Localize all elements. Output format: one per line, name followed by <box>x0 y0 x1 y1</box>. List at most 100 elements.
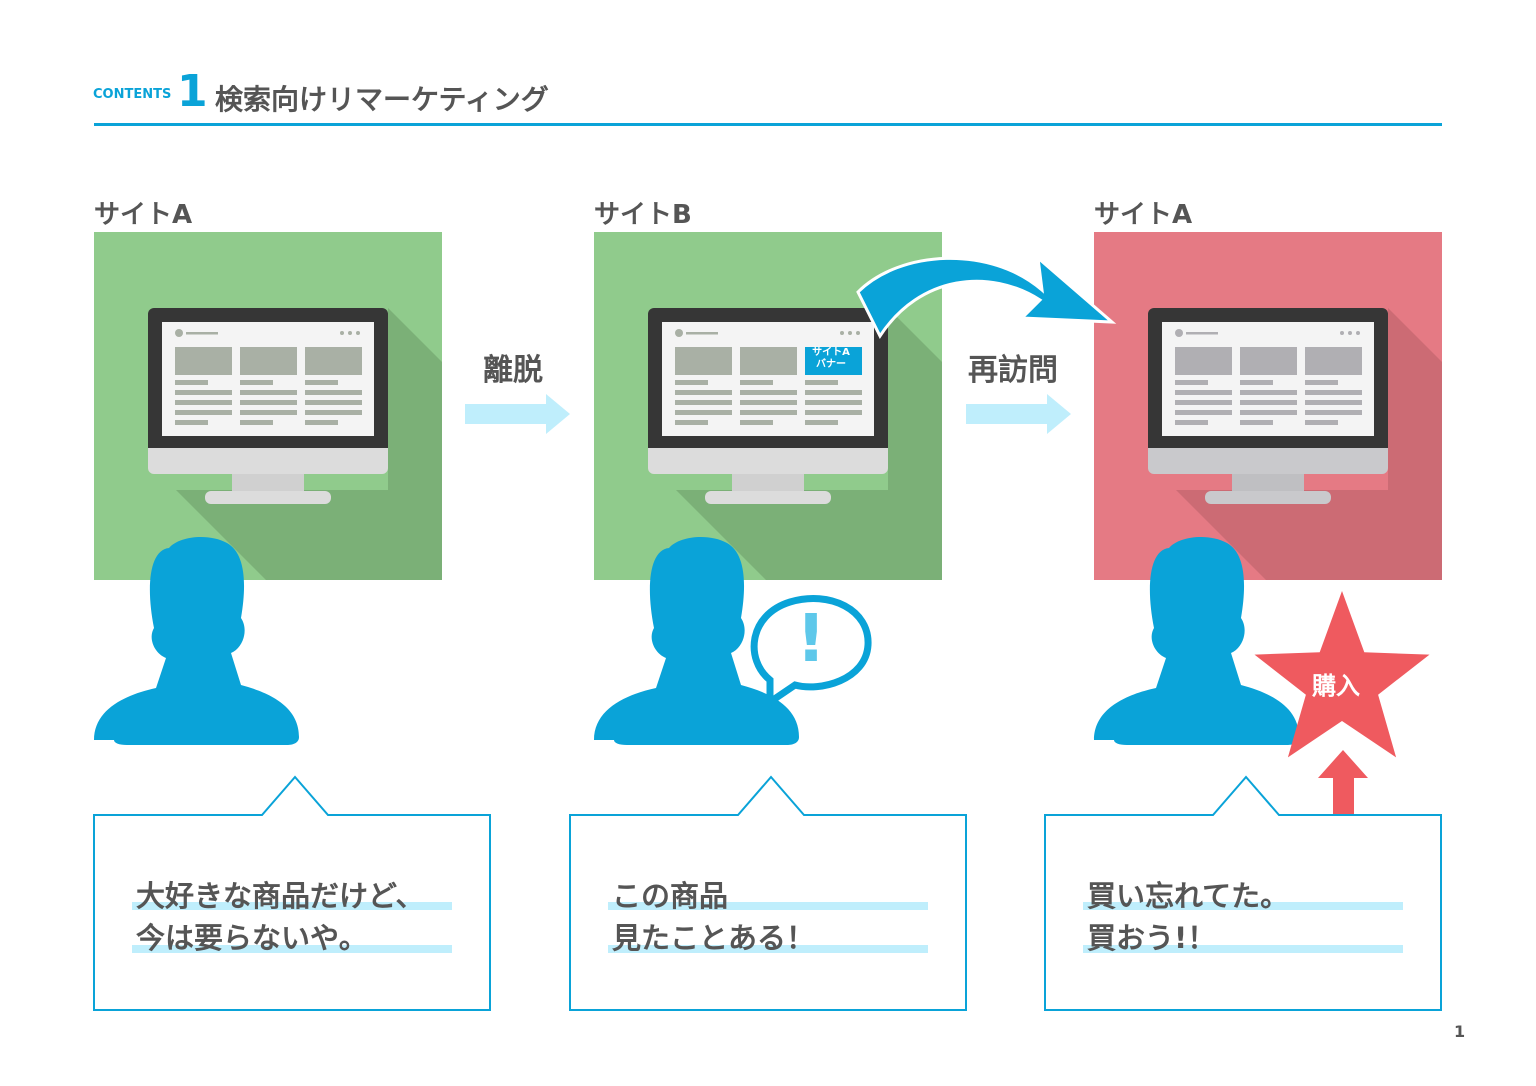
purchase-up-arrow <box>1318 750 1368 848</box>
contents-label: CONTENTS <box>93 87 172 102</box>
browser-menu-dot <box>1356 331 1360 335</box>
text-line <box>675 390 732 395</box>
image-block <box>1175 347 1232 375</box>
callout-line: 買おう!！ <box>1087 921 1217 955</box>
monitor-shadow <box>176 308 442 580</box>
highlight <box>1083 945 1403 953</box>
text-line <box>675 410 732 415</box>
text-line <box>305 410 362 415</box>
text-line <box>1305 400 1362 405</box>
site-a-banner: サイトA バナー <box>802 347 860 371</box>
text-line <box>240 420 273 425</box>
step-revisit-label: 再訪問 <box>968 353 1058 388</box>
text-line <box>1175 390 1232 395</box>
monitor-stand <box>732 474 804 492</box>
text-line <box>1305 410 1362 415</box>
panel-label-site-a-return: サイトA <box>1094 200 1193 230</box>
monitor-stand <box>232 474 304 492</box>
exclamation-mark: ! <box>796 600 827 677</box>
browser-menu-dot <box>356 331 360 335</box>
text-line <box>175 400 232 405</box>
browser-line <box>1186 332 1218 335</box>
purchase-star-icon <box>1254 591 1430 758</box>
highlight <box>132 902 452 910</box>
person-silhouette <box>94 536 299 745</box>
page-number: 1 <box>1454 1022 1466 1041</box>
image-block <box>240 347 297 375</box>
text-line <box>675 400 732 405</box>
callout-2: この商品 見たことある！ <box>570 815 966 1010</box>
browser-menu-dot <box>340 331 344 335</box>
monitor-icon <box>148 308 388 504</box>
browser-menu-dot <box>856 331 860 335</box>
banner-line: バナー <box>816 359 846 370</box>
callout-line: 買い忘れてた。 <box>1087 879 1290 913</box>
monitor-chin <box>148 448 388 474</box>
text-line <box>305 420 338 425</box>
text-line <box>1175 400 1232 405</box>
text-line <box>1305 420 1338 425</box>
text-line <box>740 420 773 425</box>
revisit-arrow <box>966 394 1071 434</box>
panel-3 <box>1094 232 1442 580</box>
browser-menu-dot <box>840 331 844 335</box>
highlight <box>132 945 452 953</box>
speech-bubble <box>750 595 872 709</box>
image-block <box>675 347 732 375</box>
image-block <box>305 347 362 375</box>
browser-dot <box>1175 329 1183 337</box>
text-line <box>805 390 862 395</box>
leave-arrow <box>465 394 570 434</box>
text-line <box>1240 420 1273 425</box>
step-leave-label: 離脱 <box>483 353 543 388</box>
text-line <box>1175 380 1208 385</box>
text-line <box>1175 420 1208 425</box>
text-line <box>805 420 838 425</box>
browser-dot <box>675 329 683 337</box>
revisit-curved-arrow <box>856 254 1117 340</box>
section-number: 1 <box>177 66 208 117</box>
page-title: 検索向けリマーケティング <box>215 83 549 116</box>
title-divider <box>94 123 1442 126</box>
person-icon <box>1094 536 1299 745</box>
text-line <box>1240 380 1273 385</box>
image-block <box>175 347 232 375</box>
text-line <box>805 380 838 385</box>
person-silhouette <box>1094 536 1299 745</box>
text-line <box>175 420 208 425</box>
text-line <box>1240 390 1297 395</box>
text-line <box>305 390 362 395</box>
browser-line <box>686 332 718 335</box>
person-icon <box>594 536 799 745</box>
panel-label-site-b: サイトB <box>594 200 692 230</box>
panel-label-site-a: サイトA <box>94 200 193 230</box>
browser-line <box>186 332 218 335</box>
text-line <box>1305 390 1362 395</box>
person-icon <box>94 536 299 745</box>
text-line <box>1305 380 1338 385</box>
highlight <box>608 902 928 910</box>
text-line <box>305 400 362 405</box>
monitor-shadow <box>676 308 942 580</box>
monitor-screen <box>662 322 874 436</box>
text-line <box>240 390 297 395</box>
monitor-stand <box>1232 474 1304 492</box>
browser-menu-dot <box>348 331 352 335</box>
browser-menu-dot <box>1348 331 1352 335</box>
browser-menu-dot <box>848 331 852 335</box>
text-line <box>1240 400 1297 405</box>
text-line <box>675 380 708 385</box>
text-line <box>675 420 708 425</box>
callout-line: 大好きな商品だけど、 <box>136 879 425 913</box>
callout-1: 大好きな商品だけど、 今は要らないや。 <box>94 815 490 1010</box>
text-line <box>740 400 797 405</box>
banner-line: サイトA <box>812 347 850 358</box>
text-line <box>240 400 297 405</box>
text-line <box>740 380 773 385</box>
text-line <box>175 410 232 415</box>
text-line <box>1240 410 1297 415</box>
monitor-base <box>205 491 331 504</box>
monitor-icon <box>648 308 888 504</box>
text-line <box>740 410 797 415</box>
